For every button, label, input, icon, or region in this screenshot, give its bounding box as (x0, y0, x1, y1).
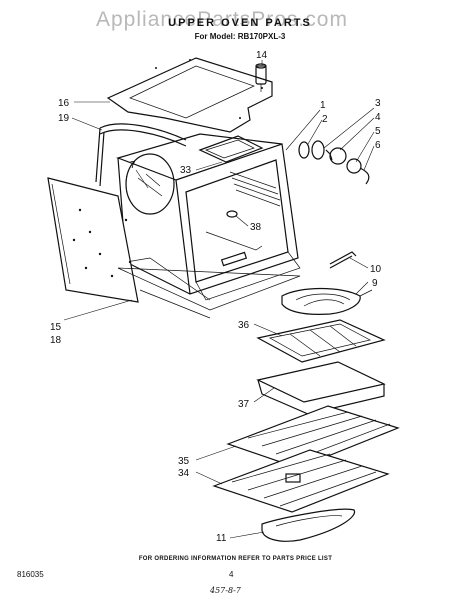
top-panel (106, 57, 273, 133)
broil-pan-grid (256, 319, 386, 363)
label-4: 4 (375, 112, 381, 123)
label-18: 18 (50, 335, 62, 346)
label-16: 16 (58, 98, 70, 109)
label-7: 7 (130, 160, 136, 171)
light-assembly (298, 140, 370, 185)
side-panel (47, 177, 139, 303)
label-14: 14 (256, 50, 268, 61)
label-9: 9 (372, 278, 378, 289)
broil-pan (256, 361, 386, 415)
label-37: 37 (238, 399, 250, 410)
model-line: For Model: RB170PXL-3 (194, 32, 286, 41)
label-5: 5 (375, 126, 381, 137)
handwritten-note: 457-8-7 (210, 586, 241, 595)
part-labels: 14 16 19 1 2 3 4 5 6 7 33 38 10 9 15 18 … (50, 50, 382, 544)
watermark-text: AppliancePartsPros.com (96, 8, 348, 31)
bake-element (261, 508, 356, 542)
label-34: 34 (178, 468, 190, 479)
label-3: 3 (375, 98, 381, 109)
oven-rack-upper (226, 405, 400, 469)
leader-lines (63, 60, 375, 539)
label-1: 1 (320, 100, 326, 111)
label-2: 2 (322, 114, 328, 125)
label-11: 11 (216, 533, 227, 544)
label-33: 33 (180, 165, 192, 176)
ordering-info-note: FOR ORDERING INFORMATION REFER TO PARTS … (138, 556, 333, 562)
side-trim-rod (95, 123, 187, 187)
label-35: 35 (178, 456, 190, 467)
label-38: 38 (250, 222, 262, 233)
label-6: 6 (375, 140, 381, 151)
label-10: 10 (370, 264, 382, 275)
page-number: 4 (229, 570, 234, 579)
rack-support-rod (329, 251, 357, 269)
oven-rack-lower (212, 449, 390, 513)
light-socket-part (255, 63, 267, 92)
label-15: 15 (50, 322, 62, 333)
label-19: 19 (58, 113, 70, 124)
label-36: 36 (238, 320, 250, 331)
oven-cavity (116, 133, 301, 301)
bottom-plate (117, 267, 301, 319)
diagram-title: UPPER OVEN PARTS (168, 17, 312, 29)
document-number: 816035 (17, 570, 44, 579)
broil-element (281, 287, 373, 315)
insulation-bracket (198, 135, 264, 163)
